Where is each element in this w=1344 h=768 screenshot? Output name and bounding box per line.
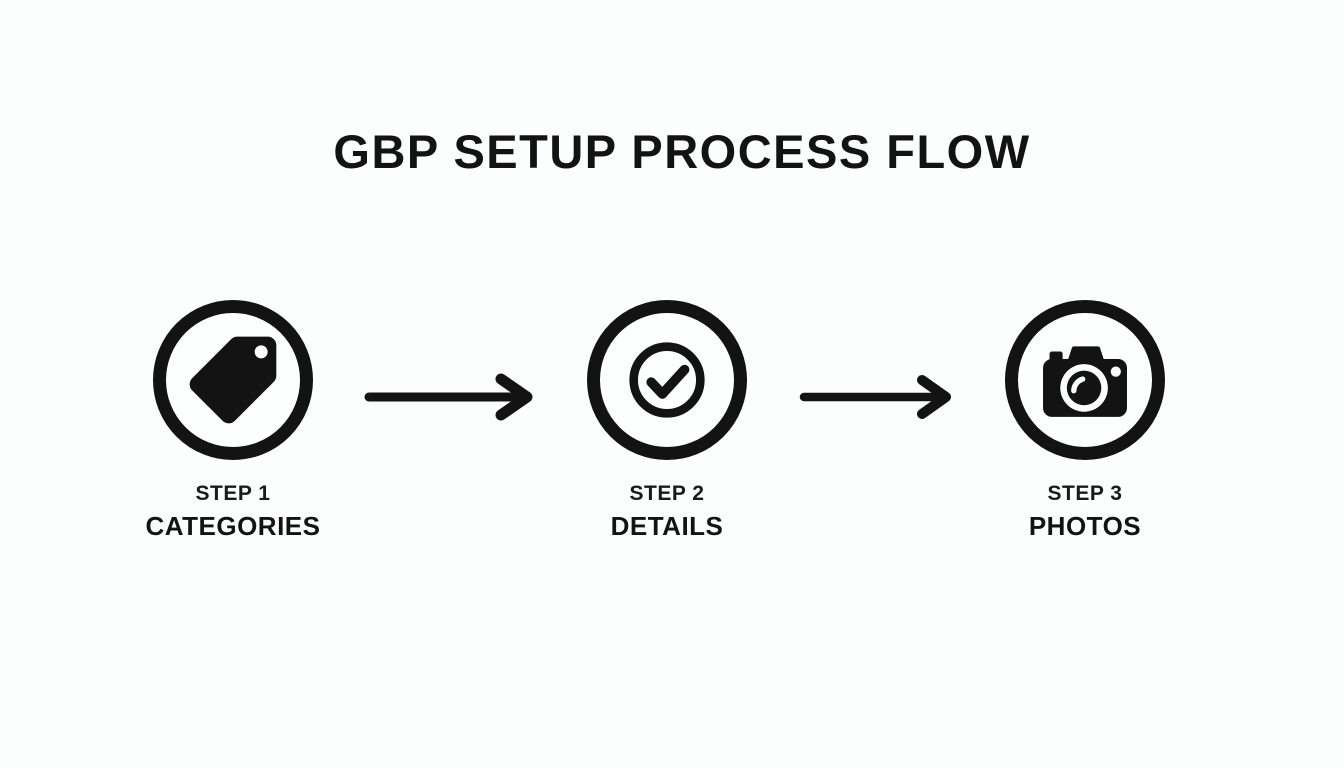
arrow-right-icon bbox=[798, 372, 958, 422]
page-title: GBP SETUP PROCESS FLOW bbox=[333, 125, 1031, 178]
step-number-label: STEP 3 bbox=[1047, 482, 1123, 505]
camera-icon bbox=[1029, 324, 1141, 436]
check-circle-icon bbox=[624, 337, 710, 423]
step-labels: STEP 2 DETAILS bbox=[611, 480, 724, 543]
tag-icon bbox=[181, 328, 285, 432]
step-circle bbox=[587, 300, 747, 460]
step-labels: STEP 1 CATEGORIES bbox=[146, 480, 321, 543]
arrow-right-icon bbox=[362, 372, 540, 422]
step-number-label: STEP 2 bbox=[629, 482, 705, 505]
step-circle bbox=[1005, 300, 1165, 460]
step-name-label: CATEGORIES bbox=[145, 511, 321, 542]
step-number-label: STEP 1 bbox=[195, 482, 271, 505]
step-name-label: PHOTOS bbox=[1028, 511, 1142, 542]
step-name-label: DETAILS bbox=[610, 511, 724, 542]
step-labels: STEP 3 PHOTOS bbox=[1029, 480, 1141, 543]
step-node-categories: STEP 1 CATEGORIES bbox=[93, 300, 373, 543]
step-node-photos: STEP 3 PHOTOS bbox=[945, 300, 1225, 543]
step-circle bbox=[153, 300, 313, 460]
step-node-details: STEP 2 DETAILS bbox=[527, 300, 807, 543]
